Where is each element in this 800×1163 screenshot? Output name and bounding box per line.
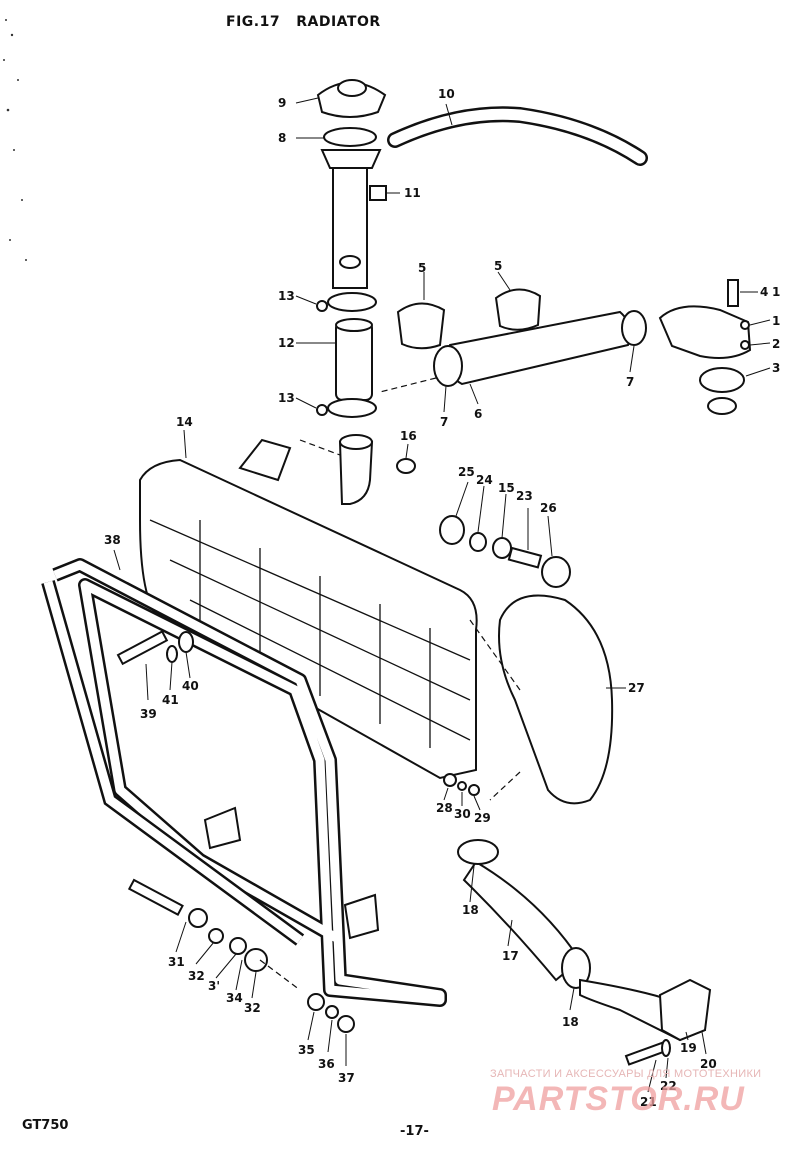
bolt-4 bbox=[727, 279, 739, 307]
washer-22 bbox=[661, 1039, 671, 1057]
callout-6: 6 bbox=[474, 407, 482, 421]
callout-11: 11 bbox=[404, 186, 421, 200]
clamp-7a bbox=[433, 345, 463, 387]
radiator-side-cover bbox=[498, 594, 614, 805]
clamp-18b bbox=[561, 947, 591, 989]
thermostat bbox=[699, 367, 745, 393]
clip bbox=[369, 185, 387, 201]
page-number: -17- bbox=[400, 1124, 429, 1139]
callout-20: 20 bbox=[700, 1057, 717, 1071]
callout-36: 36 bbox=[318, 1057, 335, 1071]
callout-31: 31 bbox=[168, 955, 185, 969]
nuts-28-30 bbox=[443, 773, 480, 796]
callout-5b: 5 bbox=[494, 259, 502, 273]
model-label: GT750 bbox=[22, 1118, 69, 1133]
callout-34: 34 bbox=[226, 991, 243, 1005]
callout-23: 23 bbox=[516, 489, 533, 503]
clamp-18a bbox=[457, 839, 499, 865]
callout-4: 4 bbox=[760, 285, 768, 299]
cap-gasket bbox=[323, 127, 377, 147]
thermostat-housing bbox=[658, 279, 752, 415]
callout-30: 30 bbox=[454, 807, 471, 821]
scan-noise bbox=[3, 19, 27, 261]
callout-10: 10 bbox=[438, 87, 455, 101]
callout-38: 38 bbox=[104, 533, 121, 547]
callout-41: 41 bbox=[162, 693, 179, 707]
filler-neck bbox=[320, 149, 382, 289]
callout-37: 37 bbox=[338, 1071, 355, 1085]
callout-7b: 7 bbox=[626, 375, 634, 389]
callout-9: 9 bbox=[278, 96, 286, 110]
clamp-7b bbox=[621, 310, 647, 346]
callout-21: 21 bbox=[640, 1095, 657, 1109]
callout-16: 16 bbox=[400, 429, 417, 443]
hose-clamp-upper bbox=[327, 292, 377, 312]
callout-12: 12 bbox=[278, 336, 295, 350]
callout-35: 35 bbox=[298, 1043, 315, 1057]
callout-32a: 32 bbox=[188, 969, 205, 983]
callout-40: 40 bbox=[182, 679, 199, 693]
callout-18b: 18 bbox=[562, 1015, 579, 1029]
callout-5a: 5 bbox=[418, 261, 426, 275]
callout-25: 25 bbox=[458, 465, 475, 479]
callout-7a: 7 bbox=[440, 415, 448, 429]
washer-16 bbox=[396, 458, 416, 474]
callout-18a: 18 bbox=[462, 903, 479, 917]
callout-28: 28 bbox=[436, 801, 453, 815]
callout-1b: 1 bbox=[772, 314, 780, 328]
watermark-logo: PARTSTOR.RU bbox=[492, 1080, 745, 1118]
callout-29: 29 bbox=[474, 811, 491, 825]
radiator-guard bbox=[41, 558, 447, 1007]
figure-title: RADIATOR bbox=[296, 14, 381, 30]
callout-39: 39 bbox=[140, 707, 157, 721]
callout-2: 2 bbox=[772, 337, 780, 351]
callout-8: 8 bbox=[278, 131, 286, 145]
callout-27: 27 bbox=[628, 681, 645, 695]
callout-26: 26 bbox=[540, 501, 557, 515]
radiator-core bbox=[139, 438, 478, 780]
callout-22: 22 bbox=[660, 1079, 677, 1093]
figure-number: FIG.17 bbox=[226, 14, 281, 30]
hose-clamp-lower bbox=[327, 398, 377, 418]
callout-13b: 13 bbox=[278, 391, 295, 405]
figure-header: FIG.17 RADIATOR bbox=[226, 14, 381, 30]
callout-1: 1 bbox=[772, 285, 780, 299]
callout-14: 14 bbox=[176, 415, 193, 429]
callout-33: 3' bbox=[208, 979, 220, 993]
callout-19: 19 bbox=[680, 1041, 697, 1055]
hose-shields bbox=[396, 288, 542, 350]
callout-32b: 32 bbox=[244, 1001, 261, 1015]
callout-24: 24 bbox=[476, 473, 493, 487]
radiator-inlet-pipe bbox=[338, 441, 374, 505]
callout-13a: 13 bbox=[278, 289, 295, 303]
leader-lines bbox=[113, 97, 771, 1093]
callout-15: 15 bbox=[498, 481, 515, 495]
bolt-21 bbox=[624, 1041, 668, 1066]
guard-bolt-set-lower bbox=[127, 878, 355, 1033]
radiator-cap bbox=[316, 79, 387, 118]
callout-3: 3 bbox=[772, 361, 780, 375]
guard-bolt-set-upper bbox=[116, 630, 194, 666]
callout-17: 17 bbox=[502, 949, 519, 963]
watermark-tagline: ЗАПЧАСТИ И АКСЕССУАРЫ ДЛЯ МОТОТЕХНИКИ bbox=[490, 1068, 762, 1080]
callout-labels: 1 1 2 3 4 5 5 6 7 7 8 9 10 11 12 13 13 1… bbox=[104, 87, 780, 1109]
connecting-hose bbox=[335, 321, 373, 401]
flange-gasket bbox=[658, 978, 712, 1042]
mounting-hardware-right bbox=[439, 515, 571, 588]
